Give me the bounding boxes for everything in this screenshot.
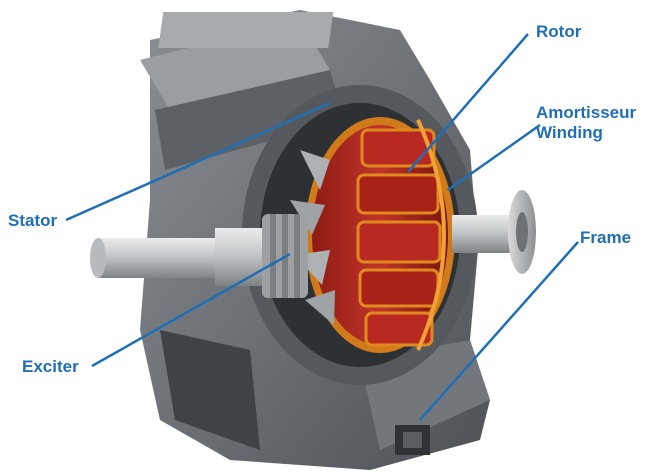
rotor-pole — [358, 268, 440, 308]
amortisseur-label-line2: Winding — [536, 123, 603, 142]
exciter-label: Exciter — [22, 357, 79, 376]
amortisseur-label-line1: Amortisseur — [536, 103, 637, 122]
frame-label: Frame — [580, 228, 632, 247]
rotor-label: Rotor — [536, 22, 582, 41]
amortisseur-winding-label: Amortisseur Winding — [536, 103, 636, 143]
stator-leader-line — [65, 101, 331, 222]
rotor-pole — [356, 220, 442, 264]
rotor-pole — [356, 173, 440, 215]
stator-label: Stator — [8, 211, 58, 230]
shaft-drive-end — [452, 190, 536, 274]
rotor-pole — [364, 311, 434, 347]
exciter-leader-line — [91, 252, 291, 368]
leader-lines — [65, 33, 579, 421]
frame-leader-line — [419, 241, 579, 421]
rotor-assembly — [305, 117, 455, 353]
rotor-leader-line — [407, 33, 529, 173]
rotor-pole — [360, 128, 436, 168]
cooling-fan — [290, 150, 335, 325]
amortisseur-leader-line — [447, 123, 541, 192]
